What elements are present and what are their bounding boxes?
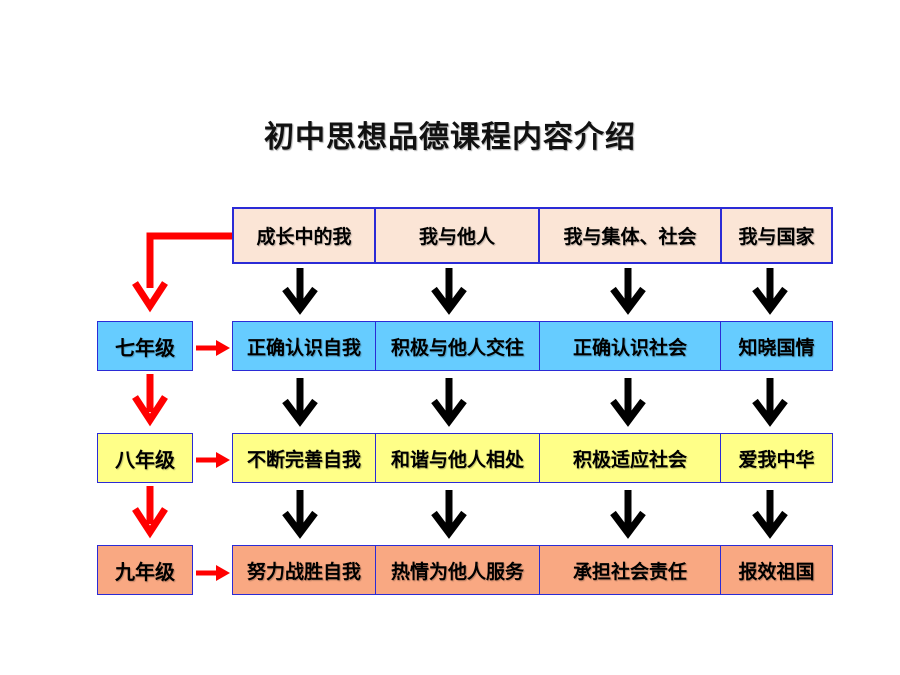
black-arrow-col1-row3	[282, 490, 318, 539]
black-arrow-col1-row2	[282, 378, 318, 427]
grade-label-7: 七年级	[97, 321, 193, 371]
grade8-item-society: 积极适应社会	[539, 433, 721, 483]
grade9-item-others: 热情为他人服务	[375, 545, 540, 595]
black-arrow-col4-row1	[752, 268, 788, 315]
black-arrow-col2-row3	[431, 490, 467, 539]
black-arrow-col2-row2	[431, 378, 467, 427]
grade8-item-others: 和谐与他人相处	[375, 433, 540, 483]
grade8-item-self: 不断完善自我	[232, 433, 376, 483]
black-arrow-col3-row2	[610, 378, 646, 427]
black-arrow-col2-row1	[431, 268, 467, 315]
red-arrow-8-to-9	[132, 486, 168, 539]
red-arrow-7-to-8	[132, 374, 168, 427]
black-arrow-col4-row2	[752, 378, 788, 427]
grade7-item-others: 积极与他人交往	[375, 321, 540, 371]
black-arrow-col3-row1	[610, 268, 646, 315]
black-arrow-col3-row3	[610, 490, 646, 539]
grade7-item-society: 正确认识社会	[539, 321, 721, 371]
page-title: 初中思想品德课程内容介绍	[264, 120, 636, 155]
red-arrow-grade8-right	[196, 452, 230, 468]
grade7-item-nation: 知晓国情	[720, 321, 833, 371]
theme-box-self: 成长中的我	[232, 207, 376, 264]
grade-label-9: 九年级	[97, 545, 193, 595]
red-arrow-grade7-right	[196, 340, 230, 356]
black-arrow-col1-row1	[282, 268, 318, 315]
grade-label-8: 八年级	[97, 433, 193, 483]
grade9-item-self: 努力战胜自我	[232, 545, 376, 595]
theme-box-society: 我与集体、社会	[538, 207, 722, 264]
grade9-item-nation: 报效祖国	[720, 545, 833, 595]
black-arrow-col4-row3	[752, 490, 788, 539]
theme-box-nation: 我与国家	[720, 207, 833, 264]
red-arrow-grade9-right	[196, 565, 230, 581]
grade8-item-nation: 爱我中华	[720, 433, 833, 483]
grade9-item-society: 承担社会责任	[539, 545, 721, 595]
red-arrow-head-top	[132, 281, 168, 313]
red-elbow-connector	[146, 232, 232, 288]
